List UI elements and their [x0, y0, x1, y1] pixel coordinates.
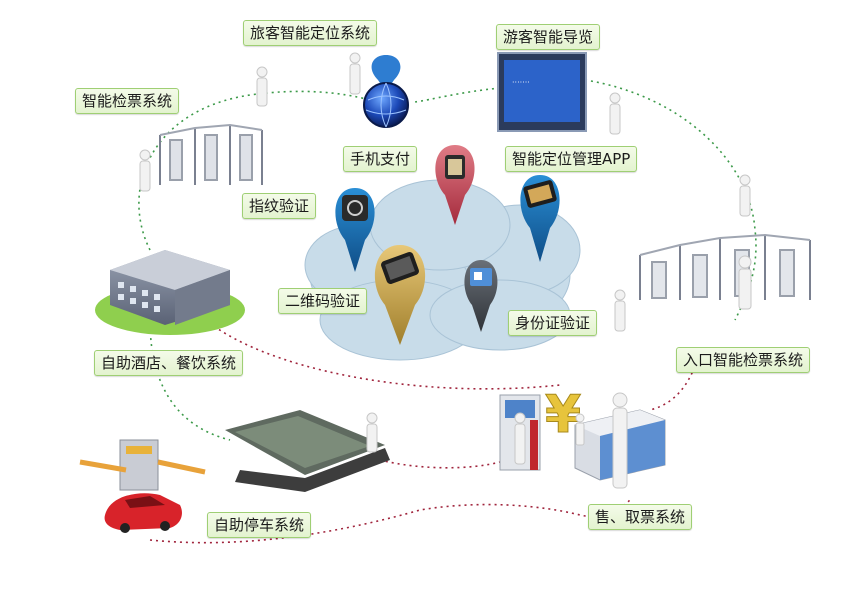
- label-id-card: 身份证验证: [508, 310, 598, 336]
- fingerprint-pin-icon: [335, 188, 375, 272]
- connection-lines: [138, 79, 757, 544]
- label-parking: 自助停车系统: [207, 512, 312, 538]
- label-fingerprint: 指纹验证: [242, 193, 317, 219]
- kiosk-screen-icon: [497, 52, 587, 132]
- label-tourist-guide: 游客智能导览: [496, 24, 601, 50]
- green-loop-top: [138, 90, 371, 251]
- globe-pin-icon: [363, 55, 409, 128]
- qr-pin-icon: [374, 245, 426, 345]
- red-loop-bottom: [149, 499, 631, 544]
- label-entrance-check: 入口智能检票系统: [676, 347, 811, 373]
- label-ticket-sale: 售、取票系统: [588, 504, 693, 530]
- green-loop-right: [584, 79, 757, 321]
- phone-pin-icon: [435, 145, 475, 225]
- label-mobile-payment: 手机支付: [343, 146, 418, 172]
- tablet-pin-icon: [520, 175, 560, 262]
- label-qr-code: 二维码验证: [278, 288, 368, 314]
- barrier-gate-icon: [79, 439, 206, 491]
- label-positioning-app: 智能定位管理APP: [505, 146, 638, 172]
- red-loop-parking: [379, 459, 501, 469]
- green-loop-guide: [414, 87, 501, 103]
- red-loop-hotel: [199, 314, 561, 390]
- car-icon: [104, 493, 182, 533]
- label-smart-ticket-check: 智能检票系统: [75, 88, 180, 114]
- parking-lot-icon: [225, 410, 390, 492]
- kiosk-screen-text: ·······: [512, 78, 530, 87]
- label-tourist-positioning: 旅客智能定位系统: [243, 20, 378, 46]
- id-card-pin-icon: [464, 260, 498, 332]
- building-icon: [95, 250, 245, 335]
- label-hotel-dining: 自助酒店、餐饮系统: [94, 350, 244, 376]
- person-icon: [139, 52, 752, 489]
- red-loop-entrance: [649, 349, 701, 411]
- green-loop-left: [149, 319, 231, 441]
- turnstile-icon: [159, 123, 263, 185]
- entrance-turnstile-icon: [639, 233, 811, 300]
